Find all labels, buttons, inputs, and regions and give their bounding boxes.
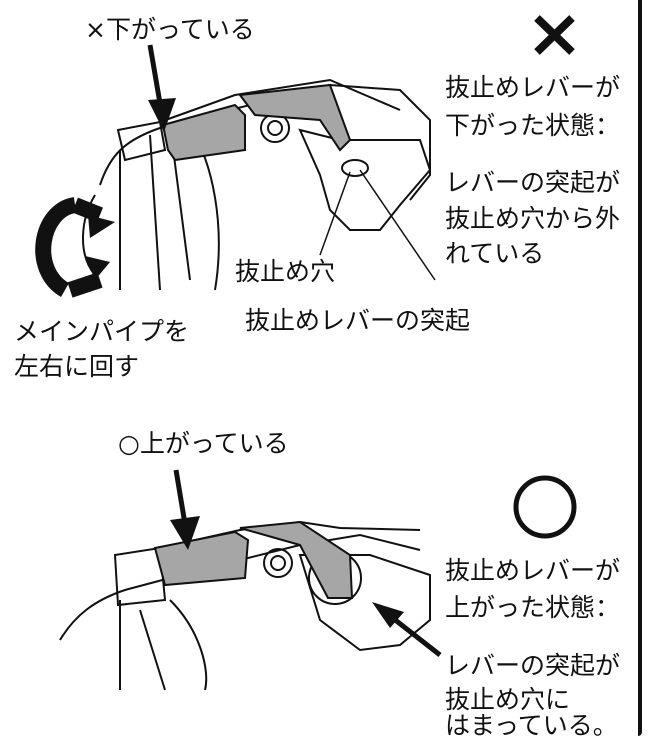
status-down-line-2: 下がった状態： (445, 111, 621, 140)
status-down-line-1: 抜止めレバーが (445, 73, 621, 102)
detail-up-line-2: 抜止め穴に (445, 685, 571, 714)
lever-up-label: ○上がっている (118, 429, 289, 458)
rotate-arrow-icon (35, 197, 115, 298)
panel-right-border (638, 0, 642, 736)
detail-up-line-1: レバーの突起が (445, 651, 621, 680)
detail-down-line-2: 抜止め穴から外 (445, 204, 621, 233)
ok-circle-icon (513, 475, 577, 539)
detail-down-line-1: レバーの突起が (445, 168, 621, 197)
status-up-line-1: 抜止めレバーが (445, 556, 621, 585)
status-up-line-2: 上がった状態： (445, 593, 621, 622)
detail-down-line-3: れている (445, 239, 545, 268)
protrusion-label: 抜止めレバーの突起 (245, 306, 471, 335)
detail-up-line-3: はまっている。 (445, 711, 618, 740)
rotate-line-1: メインパイプを (14, 317, 190, 346)
hole-label: 抜止め穴 (235, 257, 336, 286)
ng-cross-icon (534, 15, 575, 55)
rotate-line-2: 左右に回す (14, 352, 140, 381)
lever-down-label: ×下がっている (85, 15, 255, 44)
